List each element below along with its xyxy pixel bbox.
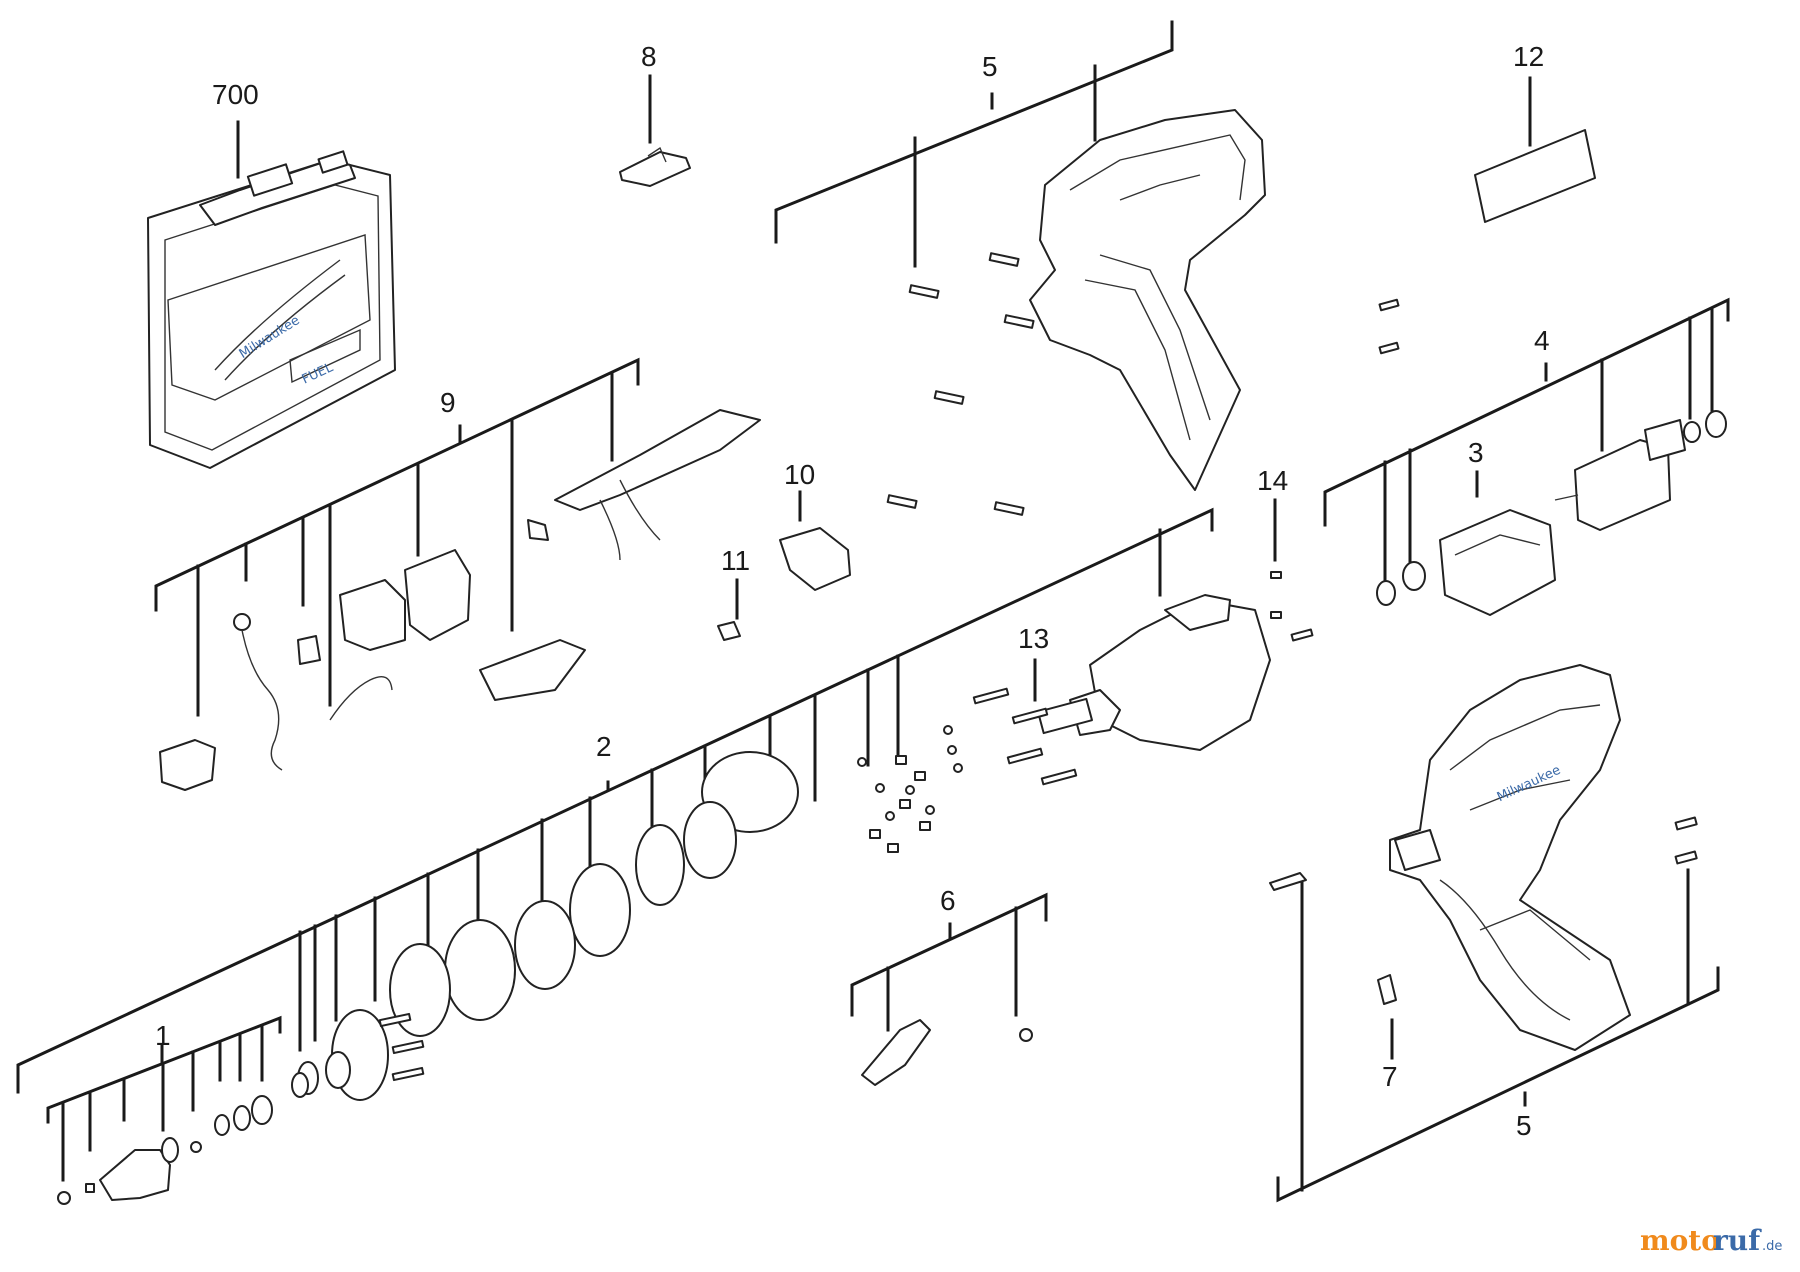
part-10-trigger bbox=[779, 527, 851, 591]
label-14: 14 bbox=[1257, 465, 1288, 496]
housing-screws bbox=[886, 252, 1035, 516]
label-1: 1 bbox=[155, 1020, 171, 1051]
label-4: 4 bbox=[1534, 325, 1550, 356]
part-8-clip bbox=[619, 151, 691, 187]
housing-half-part bbox=[1029, 109, 1266, 491]
label-7: 7 bbox=[1382, 1061, 1398, 1092]
label-8: 8 bbox=[641, 41, 657, 72]
switch-assembly-parts bbox=[159, 409, 761, 791]
bracket-5-top bbox=[774, 20, 1174, 268]
part-14-screws bbox=[1270, 298, 1400, 642]
label-11: 11 bbox=[721, 545, 750, 576]
bracket-1 bbox=[46, 1015, 282, 1182]
part-12-label bbox=[1474, 129, 1596, 223]
label-5-bottom: 5 bbox=[1516, 1110, 1532, 1141]
label-9: 9 bbox=[440, 387, 456, 418]
watermark-logo: moto ruf .de bbox=[1640, 1224, 1782, 1257]
label-6: 6 bbox=[940, 885, 956, 916]
part-13-screws bbox=[972, 687, 1078, 786]
label-13: 13 bbox=[1018, 623, 1049, 654]
part-7-spring bbox=[1377, 974, 1397, 1005]
bracket-4 bbox=[1323, 297, 1730, 588]
part-5-pin-a bbox=[1674, 816, 1698, 831]
carry-case-part bbox=[147, 150, 396, 469]
part-6-screw bbox=[1019, 1028, 1033, 1042]
motor-parts bbox=[1376, 410, 1727, 616]
gearbox-parts bbox=[291, 594, 1271, 1101]
label-3: 3 bbox=[1468, 437, 1484, 468]
label-12: 12 bbox=[1513, 41, 1544, 72]
watermark-suffix: .de bbox=[1762, 1239, 1782, 1254]
part-6-clip bbox=[861, 1019, 931, 1086]
gearbox-pins-balls bbox=[857, 725, 963, 853]
label-700: 700 bbox=[212, 79, 259, 110]
label-10: 10 bbox=[784, 459, 815, 490]
housing-half-right-part bbox=[1389, 664, 1631, 1051]
label-5-top: 5 bbox=[982, 51, 998, 82]
part-5-pin-b bbox=[1674, 850, 1698, 865]
watermark-right: ruf bbox=[1713, 1224, 1762, 1257]
watermark-left: moto bbox=[1640, 1224, 1720, 1257]
part-11-spring bbox=[717, 621, 741, 641]
bracket-9 bbox=[154, 357, 640, 717]
bracket-5-bottom bbox=[1276, 868, 1720, 1203]
part-5-bottom-clip bbox=[1269, 872, 1307, 891]
chuck-parts bbox=[57, 1095, 273, 1205]
bracket-6 bbox=[850, 892, 1048, 1032]
label-2: 2 bbox=[596, 731, 612, 762]
